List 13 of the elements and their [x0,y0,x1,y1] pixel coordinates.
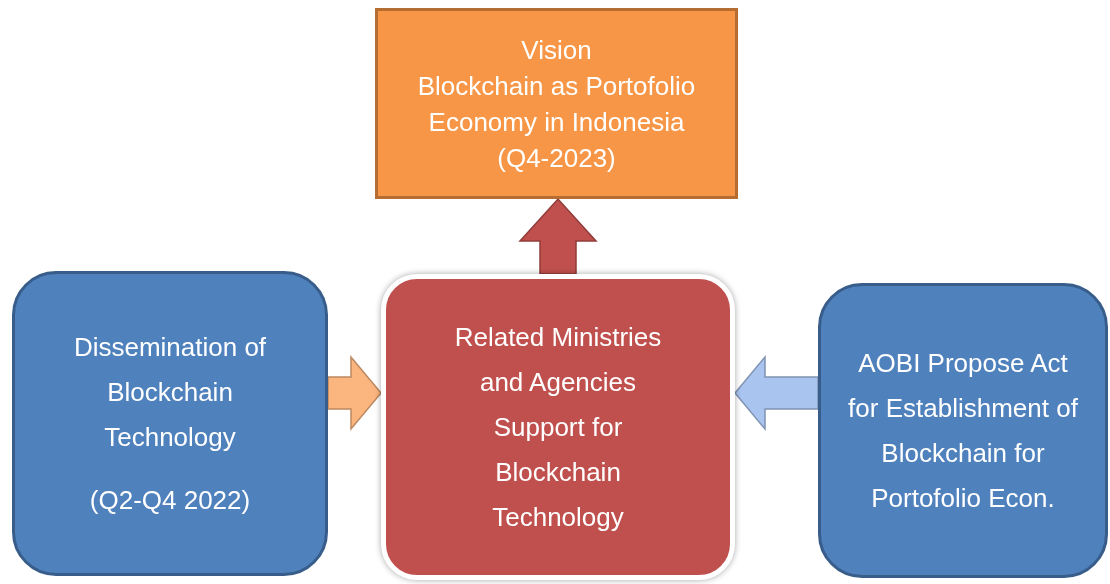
node-text: Vision [521,33,592,67]
process-box [818,283,1108,578]
node-text: (Q2-Q4 2022) [89,483,251,517]
block-arrow [327,354,382,432]
block-arrow [734,354,819,432]
block-arrow [518,197,598,275]
process-box [12,271,328,576]
node-text: Blockchain as Portofolio Economy in Indonesia [416,69,697,139]
node-text: Dissemination of Blockchain Technology [72,330,268,454]
process-box [375,8,738,199]
node-text: Related Ministries and Agencies Support for Blockchain Technology [453,320,663,534]
node-text: (Q4-2023) [497,141,616,175]
node-text: AOBI Propose Act for Establishment of Blockchain for Portofolio Econ. [848,346,1078,515]
